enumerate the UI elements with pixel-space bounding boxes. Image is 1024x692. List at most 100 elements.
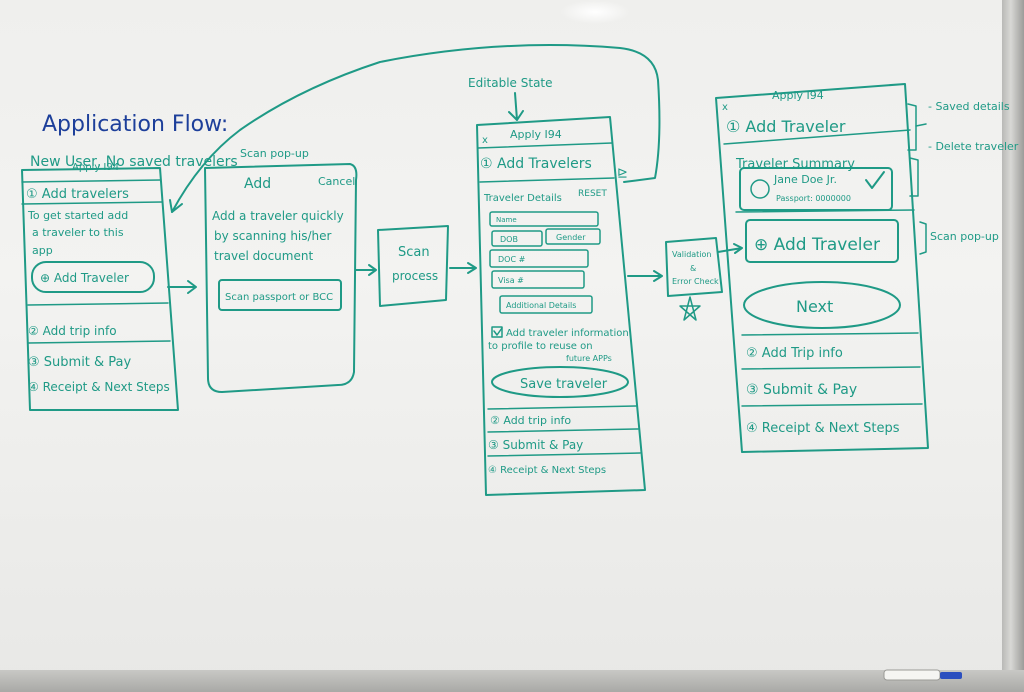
screen1-divider2 xyxy=(27,302,169,306)
notes-bracket-top xyxy=(907,103,917,151)
screen3-divider3 xyxy=(487,428,639,433)
screen3-frame xyxy=(476,116,646,496)
screen4-traveler-name: Jane Doe Jr. xyxy=(773,173,837,186)
note-saved-details: - Saved details xyxy=(928,100,1010,113)
loop-arrow-head xyxy=(169,199,183,213)
editable-state-label: Editable State xyxy=(468,76,553,90)
screen3-loop-mark: ⊵ xyxy=(617,166,628,181)
screen4-summary: Traveler Summary xyxy=(735,157,855,172)
arrow-scan-to-editable xyxy=(449,262,477,274)
screen1-intro-line2: a traveler to this xyxy=(32,226,124,239)
screen4-add-traveler: ① Add Traveler xyxy=(726,117,846,136)
screen4-header: Apply I94 xyxy=(772,89,824,102)
validation-line1: Validation xyxy=(672,250,712,259)
screen3-checkbox-line2: to profile to reuse on xyxy=(488,341,593,352)
marker-blue-cap xyxy=(940,672,962,679)
screen3-name-label: Name xyxy=(496,216,517,224)
loop-arrow-back xyxy=(171,44,661,213)
screen4-add-traveler-label: ⊕ Add Traveler xyxy=(754,235,880,255)
screen2-scan-button xyxy=(218,279,342,311)
validation-star-icon xyxy=(679,296,701,321)
screen4-step3: ③ Submit & Pay xyxy=(746,382,857,398)
marker-white xyxy=(883,669,941,681)
screen3-traveler-details: Traveler Details xyxy=(483,193,562,204)
screen2-body-line2: by scanning his/her xyxy=(214,229,332,243)
screen1-step4: ④ Receipt & Next Steps xyxy=(28,380,170,394)
scan-process-line1: Scan xyxy=(398,245,430,260)
screen4-step4: ④ Receipt & Next Steps xyxy=(746,421,900,436)
screen4-divider3 xyxy=(741,332,919,336)
screen4-add-traveler-button xyxy=(745,219,899,263)
note-scan-popup: Scan pop-up xyxy=(930,230,999,243)
screen3-add-travelers: ① Add Travelers xyxy=(480,156,592,172)
screen4-divider5 xyxy=(741,403,923,407)
screen4-next-button xyxy=(743,281,901,329)
marker-tray xyxy=(0,670,1024,692)
screen1-header: Apply I94 xyxy=(72,162,119,173)
editable-state-arrow xyxy=(508,92,524,121)
screen3-doc-field xyxy=(489,249,589,268)
screen3-step4: ④ Receipt & Next Steps xyxy=(488,465,606,476)
screen2-add: Add xyxy=(244,176,271,192)
screen3-divider xyxy=(479,177,615,183)
screen3-save-button xyxy=(491,366,629,398)
whiteboard-frame xyxy=(1002,0,1024,692)
screen3-save-label: Save traveler xyxy=(520,377,608,392)
screen4-passport: Passport: 0000000 xyxy=(776,194,851,203)
screen4-next-label: Next xyxy=(796,297,833,316)
screen2-body-line3: travel document xyxy=(214,249,313,263)
screen2-wireframe: Scan pop-up Add Cancel Add a traveler qu… xyxy=(204,147,358,393)
scan-process-frame xyxy=(377,225,449,307)
arrow-validation-to-summary xyxy=(717,243,743,254)
screen3-divider4 xyxy=(487,452,641,457)
screen3-checkbox xyxy=(491,326,503,338)
scan-process-line2: process xyxy=(392,269,438,283)
screen2-frame xyxy=(204,163,358,393)
screen3-wireframe: x Apply I94 ① Add Travelers ⊵ Traveler D… xyxy=(476,116,646,496)
screen1-divider3 xyxy=(27,340,171,344)
validation-frame xyxy=(665,237,723,297)
screen3-checkbox-line1: Add traveler information xyxy=(506,328,629,339)
screen1-frame xyxy=(21,167,179,411)
screen3-visa-label: Visa # xyxy=(498,276,524,285)
screen3-dob-field xyxy=(491,230,543,247)
board-subtitle: New User, No saved travelers xyxy=(30,154,238,170)
screen1-add-traveler-button xyxy=(31,261,155,293)
screen3-additional-label: Additional Details xyxy=(506,301,576,310)
screen2-cancel: Cancel xyxy=(318,175,355,188)
screen3-checkmark xyxy=(493,327,503,336)
screen3-header-divider xyxy=(477,142,613,149)
screen3-header: Apply I94 xyxy=(510,128,562,141)
screen1-step2: ② Add trip info xyxy=(28,324,117,338)
board-title: Application Flow: xyxy=(42,112,228,137)
validation-line3: Error Check xyxy=(672,277,719,286)
screen3-additional-field xyxy=(499,295,593,314)
screen1-wireframe: Apply I94 ① Add travelers To get started… xyxy=(21,162,179,411)
arrow-screen1-to-popup xyxy=(167,280,197,294)
screen3-step3: ③ Submit & Pay xyxy=(488,438,583,452)
screen3-doc-label: DOC # xyxy=(498,255,526,264)
screen1-add-travelers: ① Add travelers xyxy=(26,187,129,202)
screen2-scan-button-label: Scan passport or BCC xyxy=(225,292,333,303)
screen2-body-line1: Add a traveler quickly xyxy=(212,209,344,223)
screen4-divider4 xyxy=(741,366,921,370)
validation-box: Validation & Error Check xyxy=(665,237,723,321)
screen4-wireframe: x Apply I94 ① Add Traveler Traveler Summ… xyxy=(715,83,929,453)
screen1-header-divider xyxy=(21,179,161,183)
screen4-frame xyxy=(715,83,929,453)
checkmark-icon xyxy=(865,171,885,189)
notes-connector xyxy=(915,123,927,127)
note-delete-traveler: - Delete traveler xyxy=(928,140,1019,153)
screen1-step3: ③ Submit & Pay xyxy=(28,355,132,370)
screen1-intro-line3: app xyxy=(32,244,53,257)
screen1-intro-line1: To get started add xyxy=(27,209,128,222)
screen3-name-field xyxy=(489,211,599,227)
notes-bracket-scan xyxy=(919,221,927,255)
screen3-visa-field xyxy=(491,270,585,289)
screen1-divider xyxy=(21,201,163,205)
screen3-step2: ② Add trip info xyxy=(490,414,571,427)
light-glare xyxy=(560,0,630,24)
screen4-divider xyxy=(723,129,911,145)
screen3-divider2 xyxy=(487,405,637,410)
